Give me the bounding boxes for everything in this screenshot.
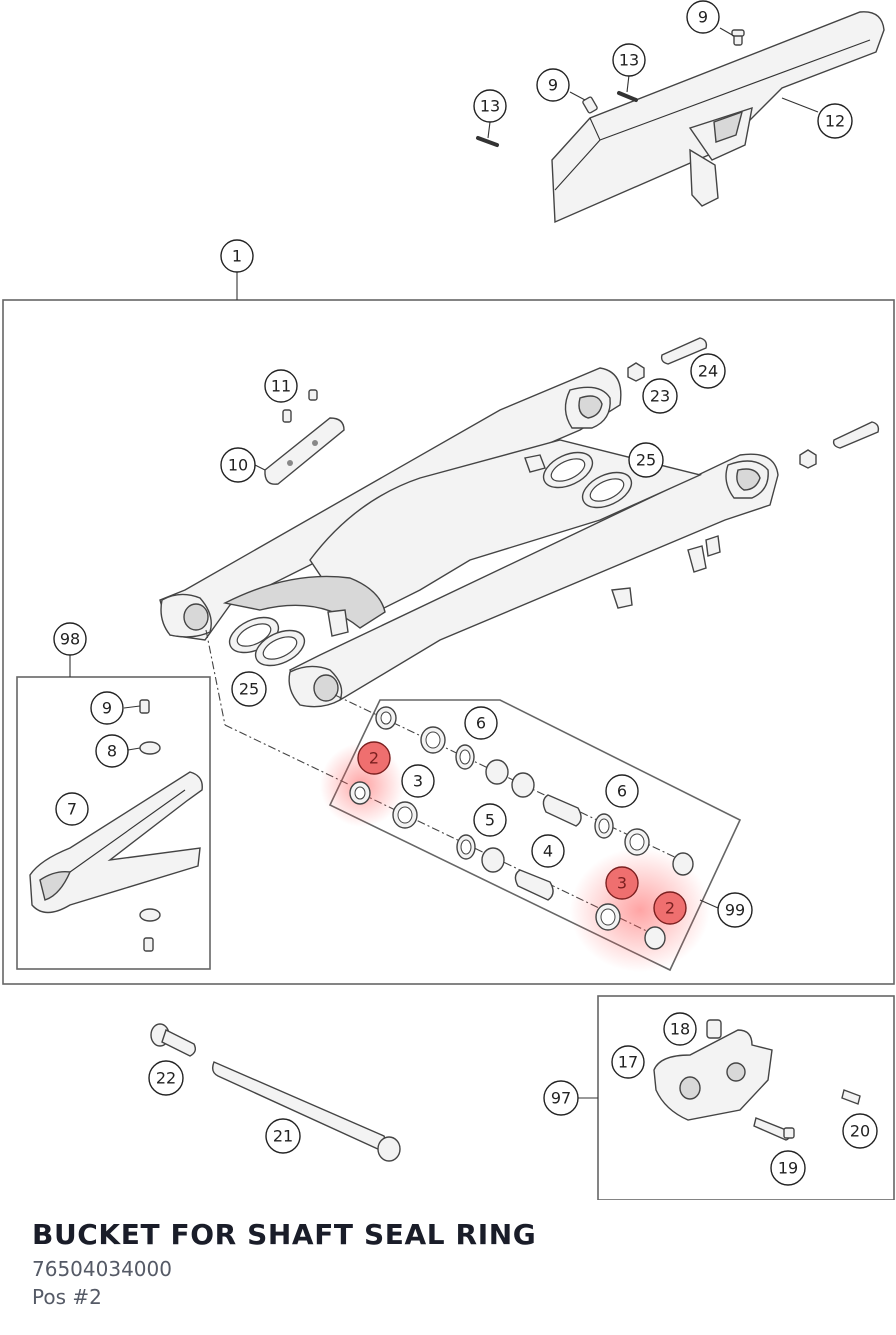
callout-25-lower[interactable]: 25 bbox=[231, 671, 267, 707]
callout-25-upper[interactable]: 25 bbox=[628, 442, 664, 478]
callout-19[interactable]: 19 bbox=[770, 1150, 806, 1186]
svg-text:9: 9 bbox=[102, 699, 112, 718]
callout-18[interactable]: 18 bbox=[663, 1012, 697, 1046]
bolt-22[interactable] bbox=[150, 1023, 197, 1057]
callout-5[interactable]: 5 bbox=[473, 803, 507, 837]
svg-text:11: 11 bbox=[271, 377, 291, 396]
svg-text:20: 20 bbox=[850, 1122, 870, 1141]
svg-text:10: 10 bbox=[228, 456, 248, 475]
svg-text:25: 25 bbox=[239, 680, 259, 699]
callout-3-upper[interactable]: 3 bbox=[401, 764, 435, 798]
svg-text:18: 18 bbox=[670, 1020, 690, 1039]
callout-24[interactable]: 24 bbox=[690, 353, 726, 389]
callout-2-highlighted-right[interactable]: 2 bbox=[653, 891, 687, 925]
callout-10[interactable]: 10 bbox=[220, 447, 256, 483]
svg-text:3: 3 bbox=[617, 874, 627, 893]
svg-text:8: 8 bbox=[107, 742, 117, 761]
screw-9-top[interactable] bbox=[731, 29, 745, 46]
svg-text:13: 13 bbox=[480, 97, 500, 116]
chain-slider-kit-frame bbox=[16, 676, 211, 970]
svg-text:21: 21 bbox=[273, 1127, 293, 1146]
chain-guide-17[interactable] bbox=[653, 1029, 773, 1121]
part-number: 76504034000 bbox=[32, 1257, 172, 1281]
callout-1[interactable]: 1 bbox=[220, 239, 254, 273]
callout-11[interactable]: 11 bbox=[264, 369, 298, 403]
callout-8[interactable]: 8 bbox=[95, 734, 129, 768]
callout-99[interactable]: 99 bbox=[717, 892, 753, 928]
screw-19[interactable] bbox=[753, 1117, 795, 1141]
chain-slider-10[interactable] bbox=[264, 417, 345, 485]
screw-20[interactable] bbox=[841, 1089, 861, 1105]
pin-13-a[interactable] bbox=[476, 136, 499, 147]
svg-text:5: 5 bbox=[485, 811, 495, 830]
callout-6-upper[interactable]: 6 bbox=[464, 706, 498, 740]
callout-98[interactable]: 98 bbox=[53, 622, 87, 656]
callout-9-left[interactable]: 9 bbox=[536, 68, 570, 102]
callout-6-lower[interactable]: 6 bbox=[605, 774, 639, 808]
callout-21[interactable]: 21 bbox=[265, 1118, 301, 1154]
svg-text:13: 13 bbox=[619, 51, 639, 70]
callout-20[interactable]: 20 bbox=[842, 1113, 878, 1149]
callout-13-right[interactable]: 13 bbox=[612, 43, 646, 77]
chain-slider-7[interactable] bbox=[29, 771, 203, 914]
svg-text:6: 6 bbox=[476, 714, 486, 733]
part-info-panel: BUCKET FOR SHAFT SEAL RING 76504034000 P… bbox=[0, 1200, 896, 1335]
svg-text:12: 12 bbox=[825, 112, 845, 131]
seal-ring-25-b[interactable] bbox=[224, 610, 310, 672]
chain-guard[interactable] bbox=[551, 11, 885, 224]
callout-2-highlighted-left[interactable]: 2 bbox=[357, 741, 391, 775]
svg-text:4: 4 bbox=[543, 842, 553, 861]
svg-text:3: 3 bbox=[413, 772, 423, 791]
nut-23[interactable] bbox=[627, 362, 645, 382]
callout-3-highlighted[interactable]: 3 bbox=[605, 866, 639, 900]
screw-9-upper[interactable] bbox=[582, 96, 598, 114]
part-title: BUCKET FOR SHAFT SEAL RING bbox=[32, 1218, 537, 1251]
callout-13-left[interactable]: 13 bbox=[473, 89, 507, 123]
svg-text:22: 22 bbox=[156, 1069, 176, 1088]
svg-text:6: 6 bbox=[617, 782, 627, 801]
callout-9-kit[interactable]: 9 bbox=[90, 691, 124, 725]
svg-text:7: 7 bbox=[67, 800, 77, 819]
callout-23[interactable]: 23 bbox=[642, 378, 678, 414]
svg-text:24: 24 bbox=[698, 362, 718, 381]
svg-text:19: 19 bbox=[778, 1159, 798, 1178]
svg-text:23: 23 bbox=[650, 387, 670, 406]
nut-right[interactable] bbox=[799, 449, 817, 469]
swingarm-assembly-frame bbox=[2, 299, 895, 985]
pin-13-b[interactable] bbox=[617, 91, 638, 102]
callout-97[interactable]: 97 bbox=[543, 1080, 579, 1116]
highlight-glow-b bbox=[570, 848, 710, 972]
svg-text:17: 17 bbox=[618, 1053, 638, 1072]
part-position: Pos #2 bbox=[32, 1285, 102, 1309]
swingarm-axle-21[interactable] bbox=[211, 1061, 401, 1162]
callout-7[interactable]: 7 bbox=[55, 792, 89, 826]
svg-text:2: 2 bbox=[665, 899, 675, 918]
svg-text:9: 9 bbox=[698, 8, 708, 27]
axle-pin-24[interactable] bbox=[660, 337, 708, 365]
screw-11[interactable] bbox=[282, 389, 318, 423]
svg-text:99: 99 bbox=[725, 901, 745, 920]
screw-9-kit-top[interactable] bbox=[139, 699, 150, 714]
nut-18[interactable] bbox=[706, 1019, 722, 1039]
svg-text:9: 9 bbox=[548, 76, 558, 95]
exploded-parts-diagram: 9 13 9 13 12 1 24 11 23 25 10 98 25 9 6 … bbox=[2, 0, 895, 1200]
svg-text:2: 2 bbox=[369, 749, 379, 768]
swingarm[interactable] bbox=[159, 367, 779, 708]
axle-pin-right[interactable] bbox=[832, 421, 880, 449]
callout-17[interactable]: 17 bbox=[611, 1045, 645, 1079]
svg-text:97: 97 bbox=[551, 1089, 571, 1108]
callout-4[interactable]: 4 bbox=[531, 834, 565, 868]
washer-8[interactable] bbox=[139, 741, 161, 755]
svg-text:98: 98 bbox=[60, 630, 80, 649]
callout-9-top[interactable]: 9 bbox=[686, 0, 720, 34]
callout-22[interactable]: 22 bbox=[148, 1060, 184, 1096]
bearing-kit-parts[interactable] bbox=[349, 706, 694, 950]
svg-text:25: 25 bbox=[636, 451, 656, 470]
seal-ring-25-a[interactable] bbox=[538, 445, 637, 514]
washer-kit-bottom[interactable] bbox=[139, 908, 161, 952]
callout-12[interactable]: 12 bbox=[817, 103, 853, 139]
svg-text:1: 1 bbox=[232, 247, 242, 266]
